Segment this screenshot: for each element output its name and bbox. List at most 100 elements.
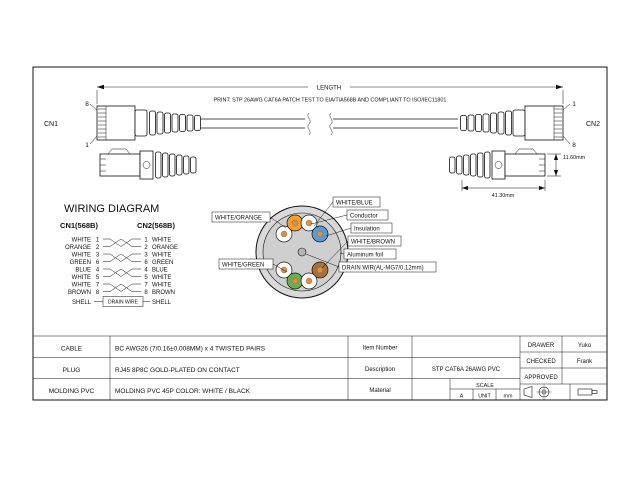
scale-value: A xyxy=(460,394,464,400)
aluminum-foil-label: Aluminum foil xyxy=(347,253,383,259)
wire-right-pin: 5 xyxy=(144,275,148,281)
pair-white-blue xyxy=(300,214,329,243)
cn1-label: CN1 xyxy=(44,121,58,128)
drain-wire-circle xyxy=(297,247,307,257)
unit-value: mm xyxy=(504,394,513,400)
plug-length-dimension: 41.30mm xyxy=(461,180,546,199)
wire-left-color: WHITE xyxy=(72,252,91,258)
drawer-value: Yuko xyxy=(578,343,592,349)
wire-left-color: ORANGE xyxy=(65,245,91,251)
cn2-pin-bottom-label: 8 xyxy=(572,142,576,149)
pair-white-orange xyxy=(275,214,304,243)
description-label: Description xyxy=(365,367,395,373)
item-number-label: Item Number xyxy=(363,346,398,352)
cn2-connector: 1 8 CN2 xyxy=(524,101,600,149)
material-label: Material xyxy=(369,388,390,394)
wire-left-pin: 8 xyxy=(96,290,100,296)
insulation-label: Insulation xyxy=(354,227,380,233)
wire-right-color: WHITE xyxy=(152,237,171,243)
shell-right-label: SHELL xyxy=(152,300,172,306)
wire-left-pin: 5 xyxy=(96,275,100,281)
wire-right-color: WHITE xyxy=(152,275,171,281)
spec-value: RJ45 8P8C GOLD-PLATED ON CONTACT xyxy=(115,367,240,374)
shell-left-label: SHELL xyxy=(72,300,92,306)
cable-break-mark xyxy=(329,112,333,136)
cross-section-left-labels: WHITE/ORANGE WHITE/GREEN xyxy=(211,211,288,273)
length-label: LENGTH xyxy=(317,86,341,92)
cable-break-mark xyxy=(307,112,311,136)
wire-right-pin: 1 xyxy=(144,237,148,243)
cn1-pin-bottom-label: 1 xyxy=(85,142,89,149)
cross-section-right-labels: WHITE/BLUE Conductor Insulation WHITE/BR… xyxy=(305,196,437,273)
cn2-pin-top-label: 1 xyxy=(572,101,576,108)
white-brown-label: WHITE/BROWN xyxy=(351,240,395,246)
description-value: STP CAT6A 26AWG PVC xyxy=(432,367,501,373)
spec-label: PLUG xyxy=(63,367,81,374)
spec-label: MOLDING PVC xyxy=(49,388,95,395)
wire-left-pin: 2 xyxy=(96,245,100,251)
wire-right-color: BROWN xyxy=(152,290,175,296)
wire-right-color: WHITE xyxy=(152,282,171,288)
wire-right-pin: 6 xyxy=(144,260,148,266)
spec-value: MOLDING PVC 45P COLOR: WHITE / BLACK xyxy=(115,388,251,395)
wire-left-color: BROWN xyxy=(68,290,91,296)
shell-drain-row: SHELL DRAIN WIRE SHELL xyxy=(72,296,172,307)
wire-right-color: ORANGE xyxy=(152,245,178,251)
white-green-label: WHITE/GREEN xyxy=(222,263,264,269)
length-dimension: LENGTH xyxy=(96,84,564,104)
wire-left-pin: 3 xyxy=(96,252,100,258)
title-block: Item Number Description STP CAT6A 26AWG … xyxy=(363,343,598,400)
scale-label: SCALE xyxy=(476,383,494,389)
cn1-connector: 8 1 CN1 xyxy=(44,101,136,149)
conductor-label: Conductor xyxy=(350,214,378,220)
cable-print-text: PRINT: STP 26AWG CAT6A PATCH TEST TO EIA… xyxy=(214,98,447,104)
drain-wire-callout-label: DRAIN WIR(AL-MG7/0.12mm) xyxy=(342,266,424,272)
plug-side-view-right: 11.60mm 41.30mm xyxy=(449,148,586,199)
wiring-diagram: WIRING DIAGRAM CN1(568B) CN2(568B) WHITE… xyxy=(60,203,178,307)
cn2-boot xyxy=(460,109,526,137)
wire-right-color: BLUE xyxy=(152,267,168,273)
plug-height-dimension: 11.60mm xyxy=(547,153,586,177)
wire-right-pin: 3 xyxy=(144,252,148,258)
spec-value: BC AWG26 (7/0.16±0.008MM) x 4 TWISTED PA… xyxy=(115,346,266,353)
spec-table: CABLE BC AWG26 (7/0.16±0.008MM) x 4 TWIS… xyxy=(49,346,266,396)
wire-left-pin: 7 xyxy=(96,282,100,288)
white-orange-label: WHITE/ORANGE xyxy=(215,216,262,222)
wiring-diagram-title: WIRING DIAGRAM xyxy=(64,203,159,215)
wire-left-color: BLUE xyxy=(75,267,91,273)
cable-body xyxy=(201,112,458,136)
wire-left-color: GREEN xyxy=(70,260,91,266)
wire-left-pin: 4 xyxy=(96,267,100,273)
wire-right-color: WHITE xyxy=(152,252,171,258)
plug-height-dim-label: 11.60mm xyxy=(563,155,586,161)
plug-length-dim-label: 41.30mm xyxy=(492,193,515,199)
drain-wire-label: DRAIN WIRE xyxy=(108,300,139,306)
wire-right-pin: 4 xyxy=(144,267,148,273)
third-angle-projection-icon xyxy=(523,384,552,400)
table-grid xyxy=(33,335,607,400)
cable-assembly-top-view: LENGTH PRINT: STP 26AWG CAT6A PATCH TEST… xyxy=(44,84,600,149)
wire-left-pin: 6 xyxy=(96,260,100,266)
cable-cross-section: WHITE/ORANGE WHITE/GREEN WHITE/BLUE Cond… xyxy=(211,196,437,299)
approved-label: APPROVED xyxy=(524,375,558,381)
wire-left-color: WHITE xyxy=(72,237,91,243)
cn1-header: CN1(568B) xyxy=(60,221,98,230)
cn1-boot xyxy=(134,109,201,137)
cn2-header: CN2(568B) xyxy=(137,221,175,230)
wire-left-color: WHITE xyxy=(72,275,91,281)
checked-label: CHECKED xyxy=(526,359,556,365)
wire-right-pin: 7 xyxy=(144,282,148,288)
cn1-pin-top-label: 8 xyxy=(85,101,89,108)
checked-value: Frank xyxy=(577,359,593,365)
unit-label: UNIT xyxy=(478,394,491,400)
wire-right-pin: 2 xyxy=(144,245,148,251)
white-blue-label: WHITE/BLUE xyxy=(336,201,373,207)
wire-left-color: WHITE xyxy=(72,282,91,288)
spec-label: CABLE xyxy=(61,346,83,353)
drawer-label: DRAWER xyxy=(528,343,555,349)
twisted-pair-wires xyxy=(103,238,141,292)
plug-side-view-left xyxy=(99,148,197,180)
cn2-label: CN2 xyxy=(586,121,600,128)
